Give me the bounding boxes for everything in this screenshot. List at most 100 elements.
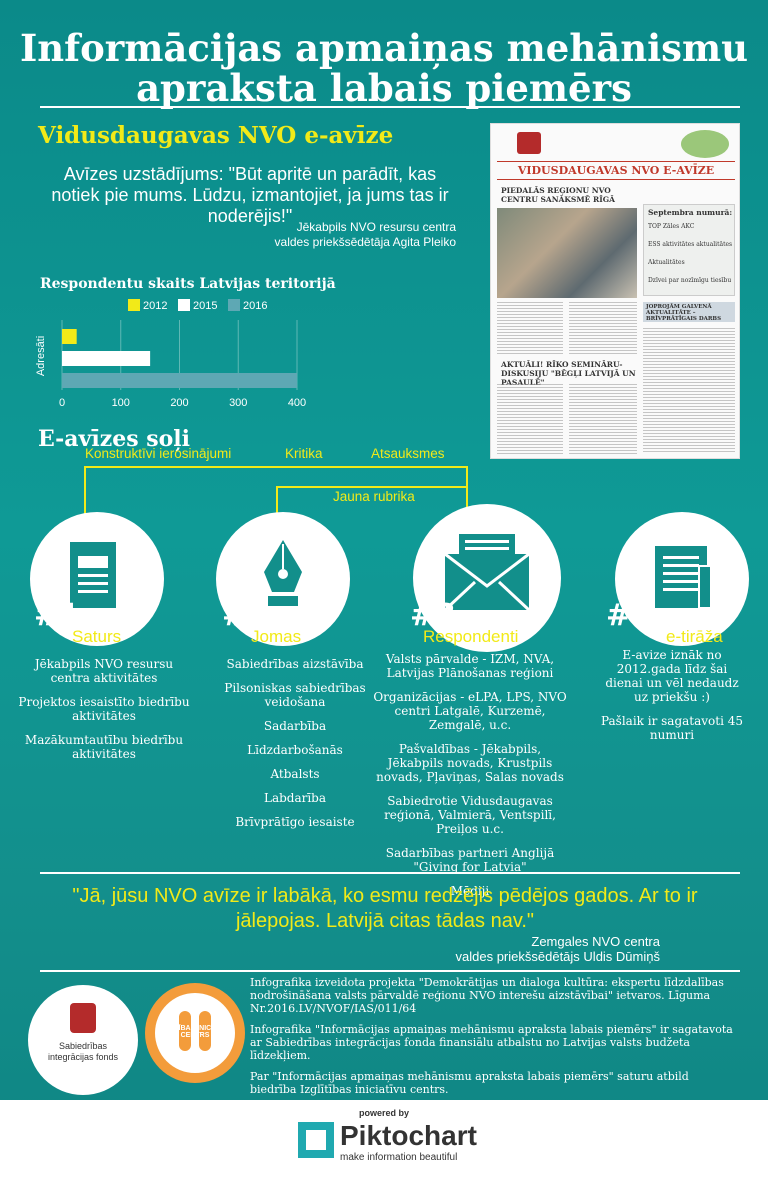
x-tick-label: 200 [170, 397, 188, 409]
legend-swatch-2015 [178, 299, 190, 311]
list-item: Sadarbības partneri Anglijā "Giving for … [385, 846, 555, 874]
sidebar-item: Aktualitātes [648, 259, 685, 266]
newspaper-sidebar: Septembra numurā: TOP Zāles AKC ESS akti… [643, 204, 735, 296]
legend-swatch-2016 [228, 299, 240, 311]
list-item: Pilsoniskas sabiedrības veidošana [224, 681, 366, 709]
category-label: Adresāti [35, 336, 47, 376]
step-4-number: #4 [606, 598, 653, 633]
person-icon [179, 1011, 191, 1051]
legend-label-2012: 2012 [143, 300, 167, 312]
footer-paragraph-1: Infografika izveidota projekta "Demokrāt… [250, 976, 724, 1015]
list-item: Valsts pārvalde - IZM, NVA, Latvijas Plā… [385, 652, 555, 680]
motto-author-line1: Jēkabpils NVO resursu centra [296, 220, 456, 234]
list-item: Atbalsts [270, 767, 320, 781]
text-block [569, 302, 637, 354]
step-2-list: Sabiedrības aizstāvība Pilsoniskas sabie… [200, 657, 390, 839]
steps-title: E-avīzes soļi [38, 426, 191, 452]
list-item: E-avize iznāk no 2012.gada līdz šai dien… [605, 648, 739, 704]
x-tick-label: 400 [288, 397, 306, 409]
sidebar-item: TOP Zāles AKC [648, 223, 695, 230]
step-1-title: Saturs [72, 627, 122, 646]
list-item: Pašvaldības - Jēkabpils, Jēkabpils novad… [376, 742, 564, 784]
list-item: Jēkabpils NVO resursu centra aktivitātes [34, 657, 174, 685]
sif-logo: Sabiedrības integrācijas fonds [28, 985, 138, 1095]
connector-line [276, 486, 278, 516]
powered-by: powered by [358, 1108, 409, 1118]
list-item: Labdarība [263, 791, 327, 805]
section-title: Vidusdaugavas NVO e-avīze [38, 122, 394, 149]
step-2-title: Jomas [251, 627, 302, 646]
flow-label-feedback: Atsauksmes [371, 446, 445, 461]
list-item: Līdzdarbošanās [247, 743, 343, 757]
step-3-circle [413, 504, 561, 652]
step-2-number: #2 [222, 598, 269, 633]
newspaper-photo [497, 208, 637, 298]
coat-of-arms-icon [70, 1003, 96, 1033]
coat-of-arms-icon [517, 132, 541, 154]
footer-paragraph-3: Par "Informācijas apmaiņas mehānismu apr… [250, 1070, 689, 1096]
list-item: Projektos iesaistīto biedrību aktivitāte… [18, 695, 190, 723]
quote: "Jā, jūsu NVO avīze ir labākā, ko esmu r… [72, 885, 698, 932]
bar-2015 [62, 351, 151, 366]
page-title: Informācijas apmaiņas mehānismu apraksta… [0, 28, 768, 108]
newspaper-box: JOPROJĀM GALVENĀ AKTUALITĀTE – BRĪVPRĀTĪ… [643, 302, 735, 322]
step-1-circle [30, 512, 164, 646]
divider [40, 106, 740, 108]
text-block [497, 302, 563, 354]
envelope-icon [443, 534, 531, 612]
list-item: Organizācijas - eLPA, LPS, NVO centri La… [373, 690, 567, 732]
document-icon [70, 542, 116, 608]
list-item: Sabiedrības aizstāvība [226, 657, 364, 671]
piktochart-wordmark[interactable]: Piktochart [340, 1120, 477, 1151]
list-item: Mazākumtautību biedrību aktivitātes [24, 733, 184, 761]
piktochart-logo-inner [306, 1130, 326, 1150]
motto-author-line2: valdes priekšsēdētāja Agita Pleiko [274, 235, 456, 249]
step-4-list: E-avize iznāk no 2012.gada līdz šai dien… [598, 648, 746, 752]
connector-line [84, 466, 468, 468]
quote-author: Zemgales NVO centra valdes priekšsēdētāj… [430, 934, 660, 964]
logo-icon [681, 130, 729, 158]
list-item: Mēdiji [450, 884, 490, 898]
newspaper-headline-1: PIEDALĀS REĢIONU NVO CENTRU SANĀKSMĒ RĪG… [501, 186, 615, 204]
bar-2016 [62, 373, 297, 388]
iic-logo-text: IZGLĪTĪBAS INICIATĪVU CENTRS [156, 1025, 234, 1039]
flow-label-critique: Kritika [285, 446, 323, 461]
list-item: Sabiedrotie Vidusdaugavas reģionā, Valmi… [384, 794, 556, 836]
pen-nib-icon [264, 540, 302, 606]
piktochart-tagline: make information beautiful [340, 1152, 458, 1163]
flow-label-new-column: Jauna rubrika [333, 489, 415, 504]
step-2-circle [216, 512, 350, 646]
connector-line [276, 486, 468, 488]
text-block [643, 328, 735, 454]
iic-logo-inner [155, 993, 235, 1073]
legend-swatch-2012 [128, 299, 140, 311]
sidebar-item: ESS aktivitātes aktualitātes [648, 241, 733, 248]
piktochart-bar [0, 1100, 768, 1178]
sidebar-title: Septembra numurā: [648, 208, 733, 217]
chart-title: Respondentu skaits Latvijas teritorijā [40, 276, 336, 292]
legend-label-2015: 2015 [193, 300, 217, 312]
flow-label-constructive: Konstruktīvi ierosinājumi [85, 446, 232, 461]
quote-author-line1: Zemgales NVO centra [531, 934, 660, 949]
text-block [569, 384, 637, 454]
divider [40, 970, 740, 972]
list-item: Sadarbība [263, 719, 327, 733]
footer-paragraph-2: Infografika "Informācijas apmaiņas mehān… [250, 1023, 733, 1062]
connector-line [84, 466, 86, 516]
footer-text: Infografika izveidota projekta "Demokrāt… [250, 976, 735, 1104]
x-tick-label: 100 [112, 397, 130, 409]
step-3-number: #3 [410, 598, 457, 633]
bar-2012 [62, 329, 77, 344]
step-4-circle [615, 512, 749, 646]
step-4-title: e-tirāža [666, 627, 723, 646]
newspaper-headline-2: AKTUĀLI! RĪKO SEMINĀRU-DISKUSIJU "BĒGĻI … [501, 360, 636, 387]
newspaper-preview: VIDUSDAUGAVAS NVO E-AVĪZE PIEDALĀS REĢIO… [490, 123, 740, 459]
piktochart-logo-icon [298, 1122, 334, 1158]
person-icon [199, 1011, 211, 1051]
x-tick-label: 300 [229, 397, 247, 409]
newspaper-title: VIDUSDAUGAVAS NVO E-AVĪZE [497, 161, 735, 180]
sif-logo-text: Sabiedrības integrācijas fonds [47, 1041, 119, 1062]
list-item: Brīvprātīgo iesaiste [235, 815, 355, 829]
x-tick-label: 0 [59, 397, 65, 409]
